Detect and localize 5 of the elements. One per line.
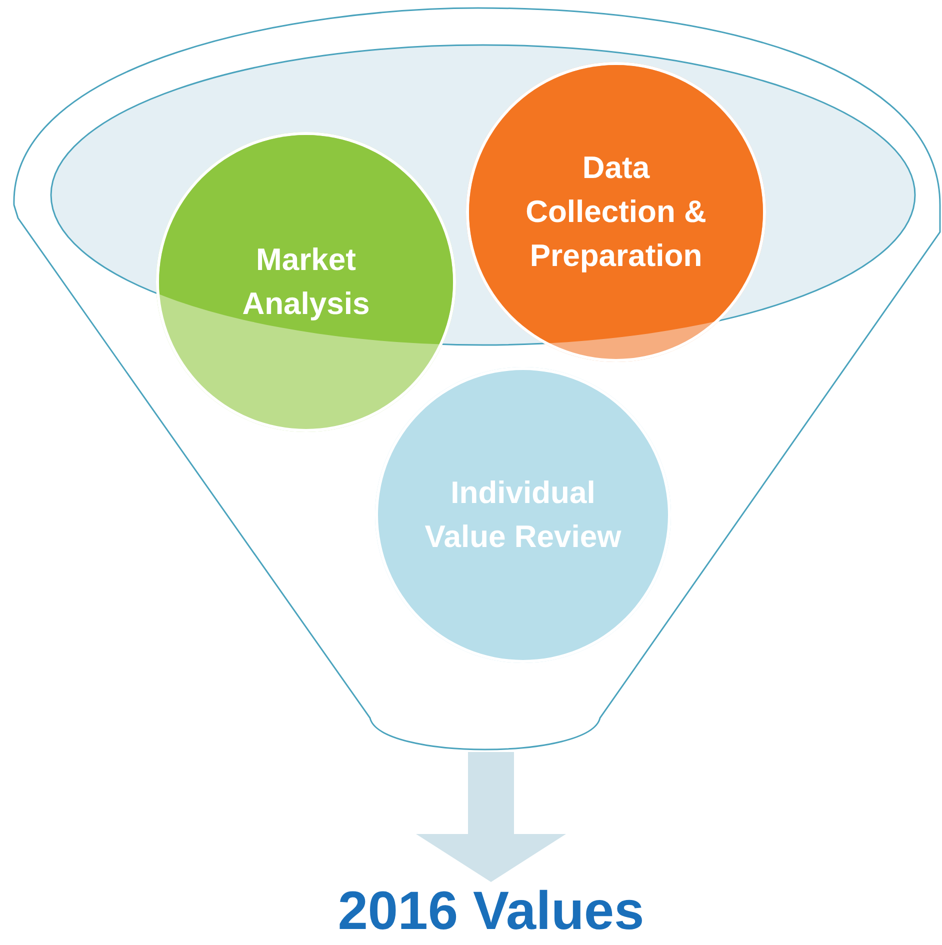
circle-label: Market Analysis (241, 241, 371, 323)
circle-label: Individual Value Review (424, 474, 622, 556)
result-label: 2016 Values (271, 880, 711, 942)
circle-label: Data Collection & Preparation (524, 149, 708, 275)
arrow (416, 752, 566, 882)
